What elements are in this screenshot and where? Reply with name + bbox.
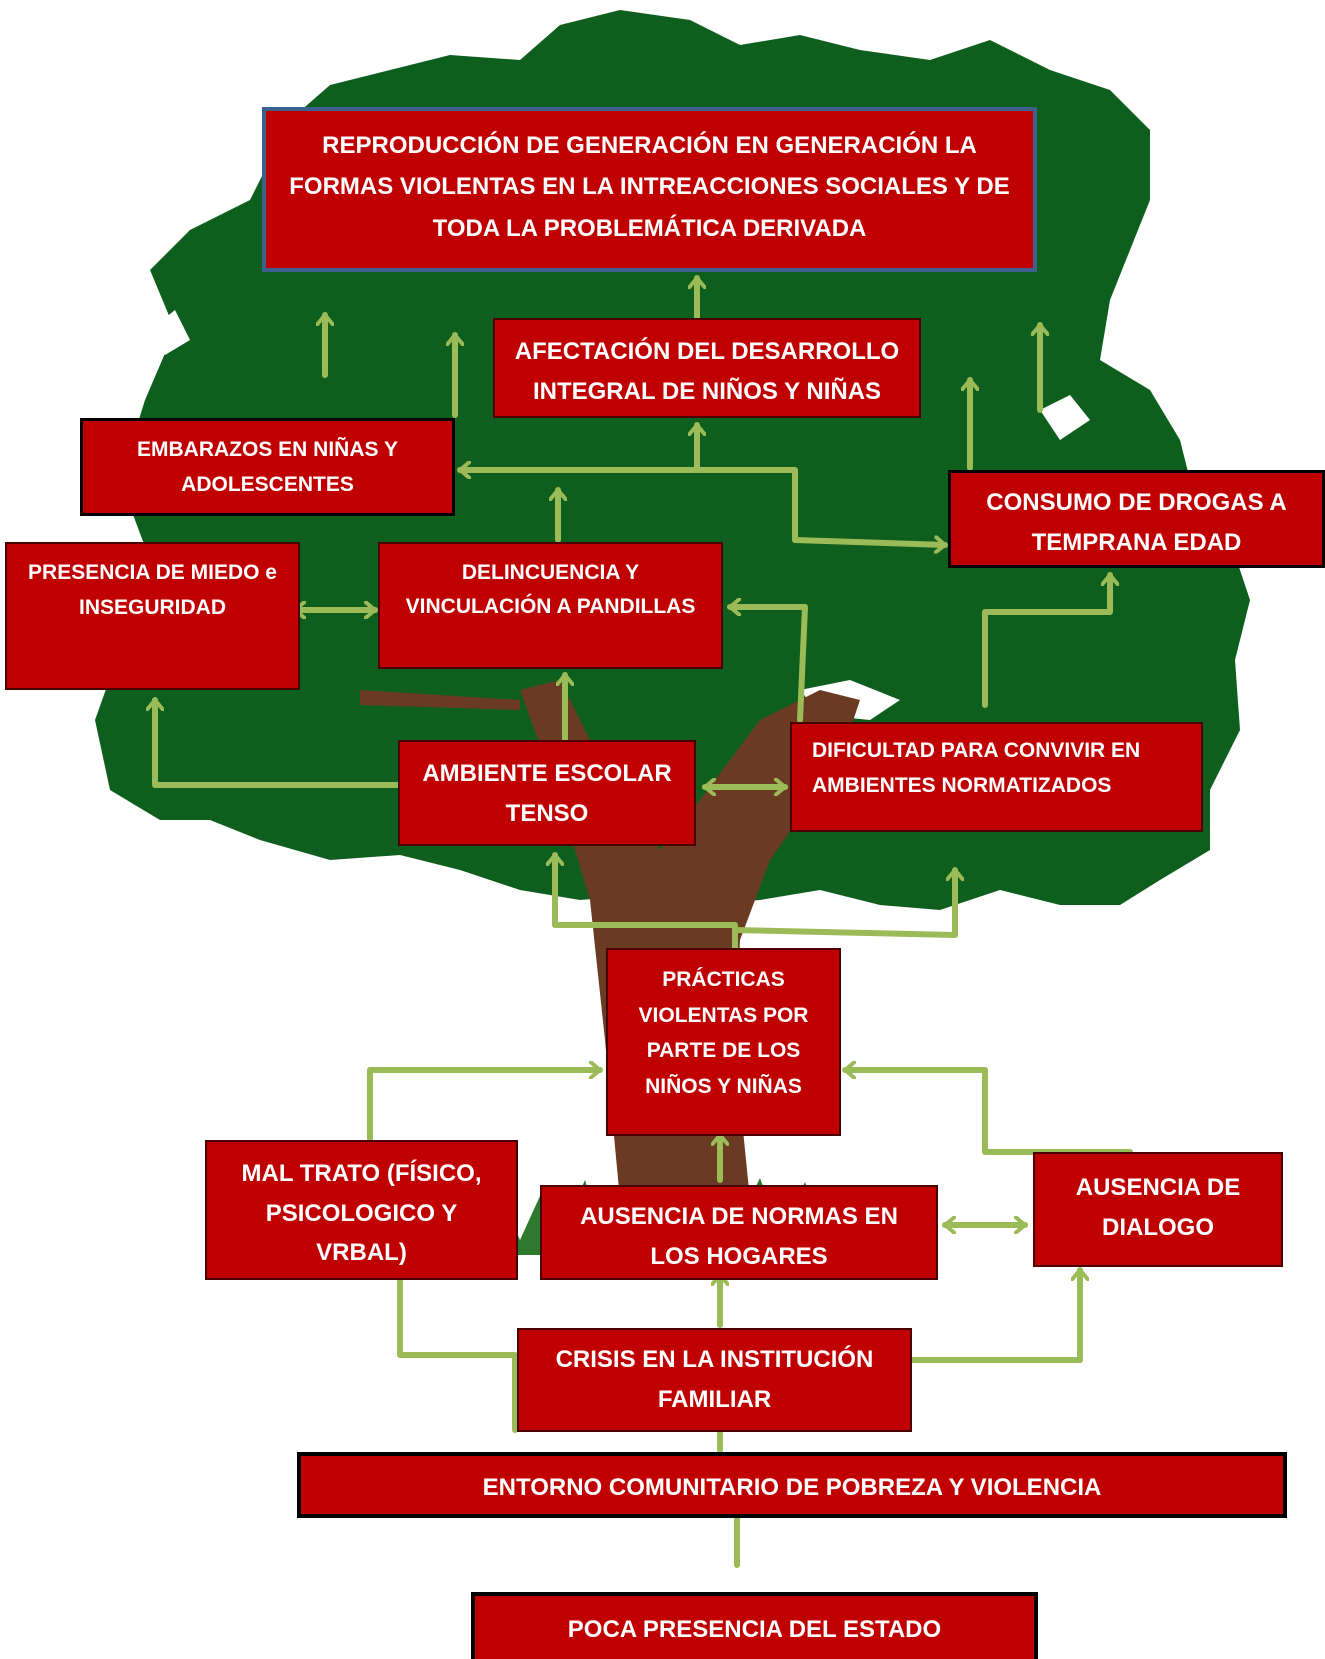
node-dificultad-label: DIFICULTAD PARA CONVIVIR EN AMBIENTES NO… — [812, 739, 1141, 797]
node-dialogo: AUSENCIA DE DIALOGO — [1033, 1152, 1283, 1267]
arrow-maltrato-practicas — [367, 1070, 603, 1143]
node-dificultad: DIFICULTAD PARA CONVIVIR EN AMBIENTES NO… — [790, 722, 1203, 832]
node-delincuencia: DELINCUENCIA Y VINCULACIÓN A PANDILLAS — [378, 542, 723, 669]
node-miedo: PRESENCIA DE MIEDO e INSEGURIDAD — [5, 542, 300, 690]
node-maltrato-label: MAL TRATO (FÍSICO, PSICOLOGICO Y VRBAL) — [241, 1160, 482, 1267]
arrow-practicas-ambiente — [555, 852, 738, 953]
arrow-dificultad-delincuencia — [727, 607, 808, 723]
arrow-ambiente-miedo — [155, 697, 403, 788]
node-entorno-label: ENTORNO COMUNITARIO DE POBREZA Y VIOLENC… — [482, 1474, 1102, 1501]
node-practicas: PRÁCTICAS VIOLENTAS POR PARTE DE LOS NIÑ… — [606, 948, 841, 1136]
arrow-crisis-dialogo — [907, 1267, 1080, 1363]
node-ambiente-label: AMBIENTE ESCOLAR TENSO — [422, 760, 672, 827]
arrow-hub-consumo — [697, 467, 948, 545]
node-afectacion-label: AFECTACIÓN DEL DESARROLLO INTEGRAL DE NI… — [514, 338, 900, 405]
node-crisis-label: CRISIS EN LA INSTITUCIÓN FAMILIAR — [555, 1346, 874, 1413]
node-estado: POCA PRESENCIA DEL ESTADO — [471, 1592, 1038, 1659]
node-consumo: CONSUMO DE DROGAS A TEMPRANA EDAD — [948, 470, 1325, 568]
node-embarazos-label: EMBARAZOS EN NIÑAS Y ADOLESCENTES — [137, 438, 398, 496]
node-normas-label: AUSENCIA DE NORMAS EN LOS HOGARES — [580, 1203, 898, 1270]
node-practicas-label: PRÁCTICAS VIOLENTAS POR PARTE DE LOS NIÑ… — [638, 968, 809, 1099]
arrow-crisis-maltrato — [400, 1262, 518, 1433]
node-dialogo-label: AUSENCIA DE DIALOGO — [1075, 1174, 1241, 1241]
node-estado-label: POCA PRESENCIA DEL ESTADO — [567, 1616, 942, 1643]
node-maltrato: MAL TRATO (FÍSICO, PSICOLOGICO Y VRBAL) — [205, 1140, 518, 1280]
node-afectacion: AFECTACIÓN DEL DESARROLLO INTEGRAL DE NI… — [493, 318, 921, 418]
node-embarazos: EMBARAZOS EN NIÑAS Y ADOLESCENTES — [80, 418, 455, 516]
node-reproduccion-label: REPRODUCCIÓN DE GENERACIÓN EN GENERACIÓN… — [289, 132, 1010, 242]
node-delincuencia-label: DELINCUENCIA Y VINCULACIÓN A PANDILLAS — [405, 561, 696, 618]
node-ambiente: AMBIENTE ESCOLAR TENSO — [398, 740, 696, 846]
node-consumo-label: CONSUMO DE DROGAS A TEMPRANA EDAD — [986, 489, 1287, 556]
arrow-dificultad-consumo — [982, 572, 1110, 708]
arrow-practicas-dificultad — [732, 867, 955, 938]
node-entorno: ENTORNO COMUNITARIO DE POBREZA Y VIOLENC… — [297, 1452, 1287, 1518]
arrow-dialogo-practicas — [842, 1070, 1133, 1155]
node-normas: AUSENCIA DE NORMAS EN LOS HOGARES — [540, 1185, 938, 1280]
node-crisis: CRISIS EN LA INSTITUCIÓN FAMILIAR — [517, 1328, 912, 1432]
node-miedo-label: PRESENCIA DE MIEDO e INSEGURIDAD — [28, 561, 277, 619]
node-reproduccion: REPRODUCCIÓN DE GENERACIÓN EN GENERACIÓN… — [262, 107, 1037, 272]
